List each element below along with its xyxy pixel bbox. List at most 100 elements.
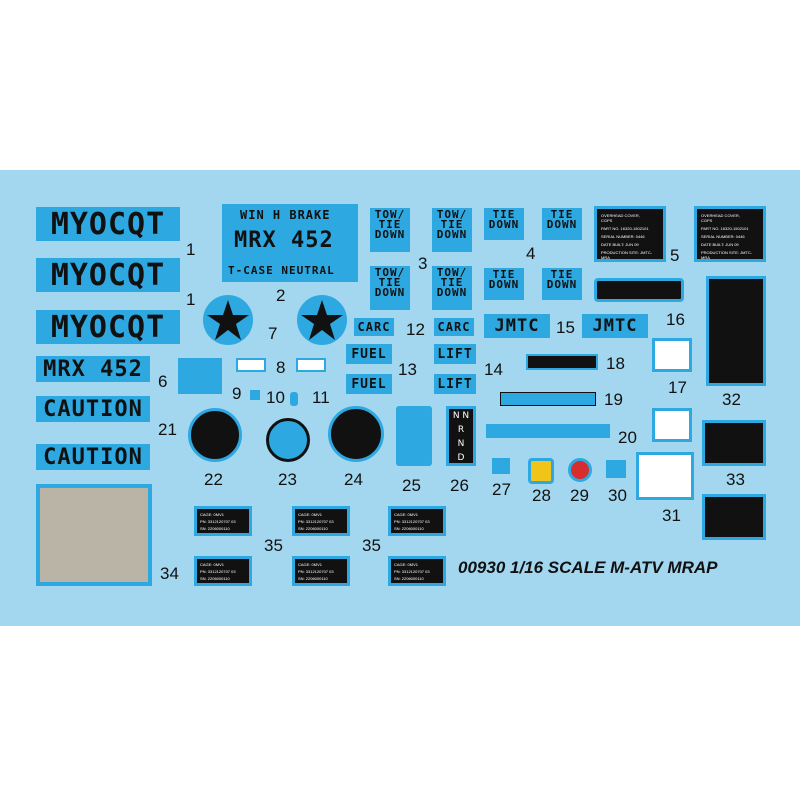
decal-tow-tie-down-3: TOW/ TIE DOWN — [370, 266, 410, 310]
label-30: 30 — [608, 486, 627, 505]
icon-decal-30 — [606, 460, 626, 478]
label-4: 4 — [526, 244, 536, 263]
label-8: 8 — [276, 358, 286, 377]
indicator-8b — [296, 358, 326, 372]
label-10: 10 — [266, 388, 285, 407]
label-34: 34 — [160, 564, 179, 583]
switch-strip-19 — [500, 392, 596, 406]
instruction-panel-33b — [702, 494, 766, 540]
plate-part: PART NO. 16320-1502101 — [701, 226, 749, 231]
label-20: 20 — [618, 428, 637, 447]
decal-fuel-2: FUEL — [346, 374, 392, 394]
cage-plate-5: CAGE: 0MV1 PN: 3312120707 03 SN: 2206000… — [292, 556, 350, 586]
label-25: 25 — [402, 476, 421, 495]
decal-lift-1: LIFT — [434, 344, 476, 364]
cage-plate-3: CAGE: 0MV1 PN: 3312120707 03 SN: 2206000… — [388, 506, 446, 536]
decal-carc-1: CARC — [354, 318, 394, 336]
cage-plate-2: CAGE: 0MV1 PN: 3312120707 03 SN: 2206000… — [292, 506, 350, 536]
label-1b: 1 — [186, 290, 196, 309]
decal-myocqt-3: MYOCQT — [36, 310, 180, 345]
gear-d: D — [457, 453, 465, 463]
cage-text: CAGE: 0MV1 — [200, 512, 225, 517]
cage-text: CAGE: 0MV1 — [200, 562, 225, 567]
control-panel-32 — [706, 276, 766, 386]
label-16: 16 — [666, 310, 685, 329]
win-h-brake-text: WIN H BRAKE — [240, 208, 331, 222]
plate-line1: OVERHEAD COVER, — [701, 213, 740, 218]
t-case-neutral-text: T-CASE NEUTRAL — [228, 264, 335, 277]
label-15: 15 — [556, 318, 575, 337]
cage-pn: PN: 3312120707 03 — [200, 519, 236, 524]
plate-overhead-cover-2: OVERHEAD COVER, CGPS PART NO. 16320-1502… — [694, 206, 766, 262]
decal-fuel-1: FUEL — [346, 344, 392, 364]
label-29: 29 — [570, 486, 589, 505]
decal-lift-2: LIFT — [434, 374, 476, 394]
cage-text: CAGE: 0MV1 — [298, 562, 323, 567]
star-icon — [203, 295, 253, 345]
cage-pn: PN: 3312120707 03 — [394, 569, 430, 574]
plate-date: DATE BUILT: JUN 09 — [701, 242, 739, 247]
decal-tow-tie-down-1: TOW/ TIE DOWN — [370, 208, 410, 252]
plate-site: PRODUCTION SITE: JMTC-MRA — [701, 250, 753, 260]
label-5: 5 — [670, 246, 680, 265]
gauge-icon — [328, 406, 384, 462]
label-27: 27 — [492, 480, 511, 499]
decal-tow-tie-down-2: TOW/ TIE DOWN — [432, 208, 472, 252]
label-35a: 35 — [264, 536, 283, 555]
cage-sn: SN: 2206000110 — [200, 526, 230, 531]
cage-pn: PN: 3312120707 03 — [200, 569, 236, 574]
label-22: 22 — [204, 470, 223, 489]
cage-pn: PN: 3312120707 03 — [394, 519, 430, 524]
label-9: 9 — [232, 384, 242, 403]
label-21: 21 — [158, 420, 177, 439]
cage-sn: SN: 2206000110 — [394, 576, 424, 581]
cage-sn: SN: 2206000110 — [298, 576, 328, 581]
cage-pn: PN: 3312120707 03 — [298, 519, 334, 524]
decal-caution-2: CAUTION — [36, 444, 150, 470]
decal-myocqt-2: MYOCQT — [36, 258, 180, 293]
label-3: 3 — [418, 254, 428, 273]
gauge-icon — [188, 408, 242, 462]
label-13: 13 — [398, 360, 417, 379]
gear-nn: N — [457, 439, 465, 449]
plate-part: PART NO. 16320-1502101 — [601, 226, 649, 231]
switch-panel-6 — [178, 358, 222, 394]
gear-selector-26: N N R N D — [446, 406, 476, 466]
decal-jmtc-1: JMTC — [484, 314, 550, 338]
decal-myocqt-1: MYOCQT — [36, 207, 180, 242]
decal-jmtc-2: JMTC — [582, 314, 648, 338]
label-28: 28 — [532, 486, 551, 505]
warning-strip-18 — [526, 354, 598, 370]
map-display-34 — [36, 484, 152, 586]
cage-text: CAGE: 0MV1 — [394, 562, 419, 567]
plate-line1: OVERHEAD COVER, — [601, 213, 640, 218]
decal-tow-tie-down-4: TOW/ TIE DOWN — [432, 266, 472, 310]
decal-tie-down-3: TIE DOWN — [484, 268, 524, 300]
plate-date: DATE BUILT: JUN 09 — [601, 242, 639, 247]
label-33: 33 — [726, 470, 745, 489]
switch-strip-20 — [486, 424, 610, 438]
gear-r: R — [457, 425, 465, 435]
label-24: 24 — [344, 470, 363, 489]
gauge-icon — [266, 418, 310, 462]
plate-site: PRODUCTION SITE: JMTC-MRA — [601, 250, 653, 260]
label-19: 19 — [604, 390, 623, 409]
hand-warning-icon — [652, 408, 692, 442]
cage-text: CAGE: 0MV1 — [394, 512, 419, 517]
label-18: 18 — [606, 354, 625, 373]
label-23: 23 — [278, 470, 297, 489]
decal-tie-down-4: TIE DOWN — [542, 268, 582, 300]
decal-carc-2: CARC — [434, 318, 474, 336]
label-35b: 35 — [362, 536, 381, 555]
plate-line2: CGPS — [701, 218, 713, 223]
button-panel-25 — [396, 406, 432, 466]
cage-pn: PN: 3312120707 03 — [298, 569, 334, 574]
label-11: 11 — [312, 388, 330, 407]
label-32: 32 — [722, 390, 741, 409]
cage-plate-4: CAGE: 0MV1 PN: 3312120707 03 SN: 2206000… — [194, 556, 252, 586]
plate-line2: CGPS — [601, 218, 613, 223]
hand-warning-icon — [652, 338, 692, 372]
warning-octagon-icon — [568, 458, 592, 482]
label-2: 2 — [276, 286, 286, 305]
indicator-9 — [250, 390, 260, 400]
